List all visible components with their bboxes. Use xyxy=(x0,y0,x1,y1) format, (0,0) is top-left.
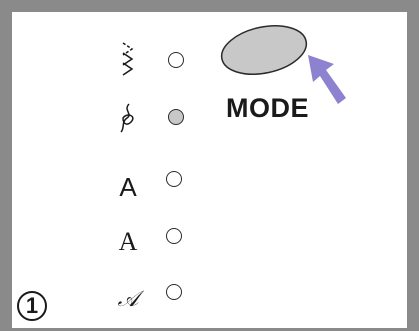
script-letter-icon: 𝒜 xyxy=(117,287,139,312)
sans-serif-letter-icon: A xyxy=(119,172,137,202)
stitch-indicator-decorative xyxy=(168,109,184,125)
decorative-stitch-icon xyxy=(113,101,143,135)
serif-letter-icon: A xyxy=(118,227,138,256)
stitch-indicator-script xyxy=(166,284,182,300)
mode-button[interactable] xyxy=(218,22,310,78)
stitch-indicator-serif xyxy=(166,228,182,244)
stitch-indicator-sans-serif xyxy=(166,171,182,187)
pointer-arrow-icon xyxy=(298,50,350,113)
stitch-indicator-zigzag xyxy=(168,52,184,68)
mode-label: MODE xyxy=(226,93,309,123)
step-number-badge: 1 xyxy=(17,291,47,321)
zigzag-stitch-icon xyxy=(113,42,143,76)
